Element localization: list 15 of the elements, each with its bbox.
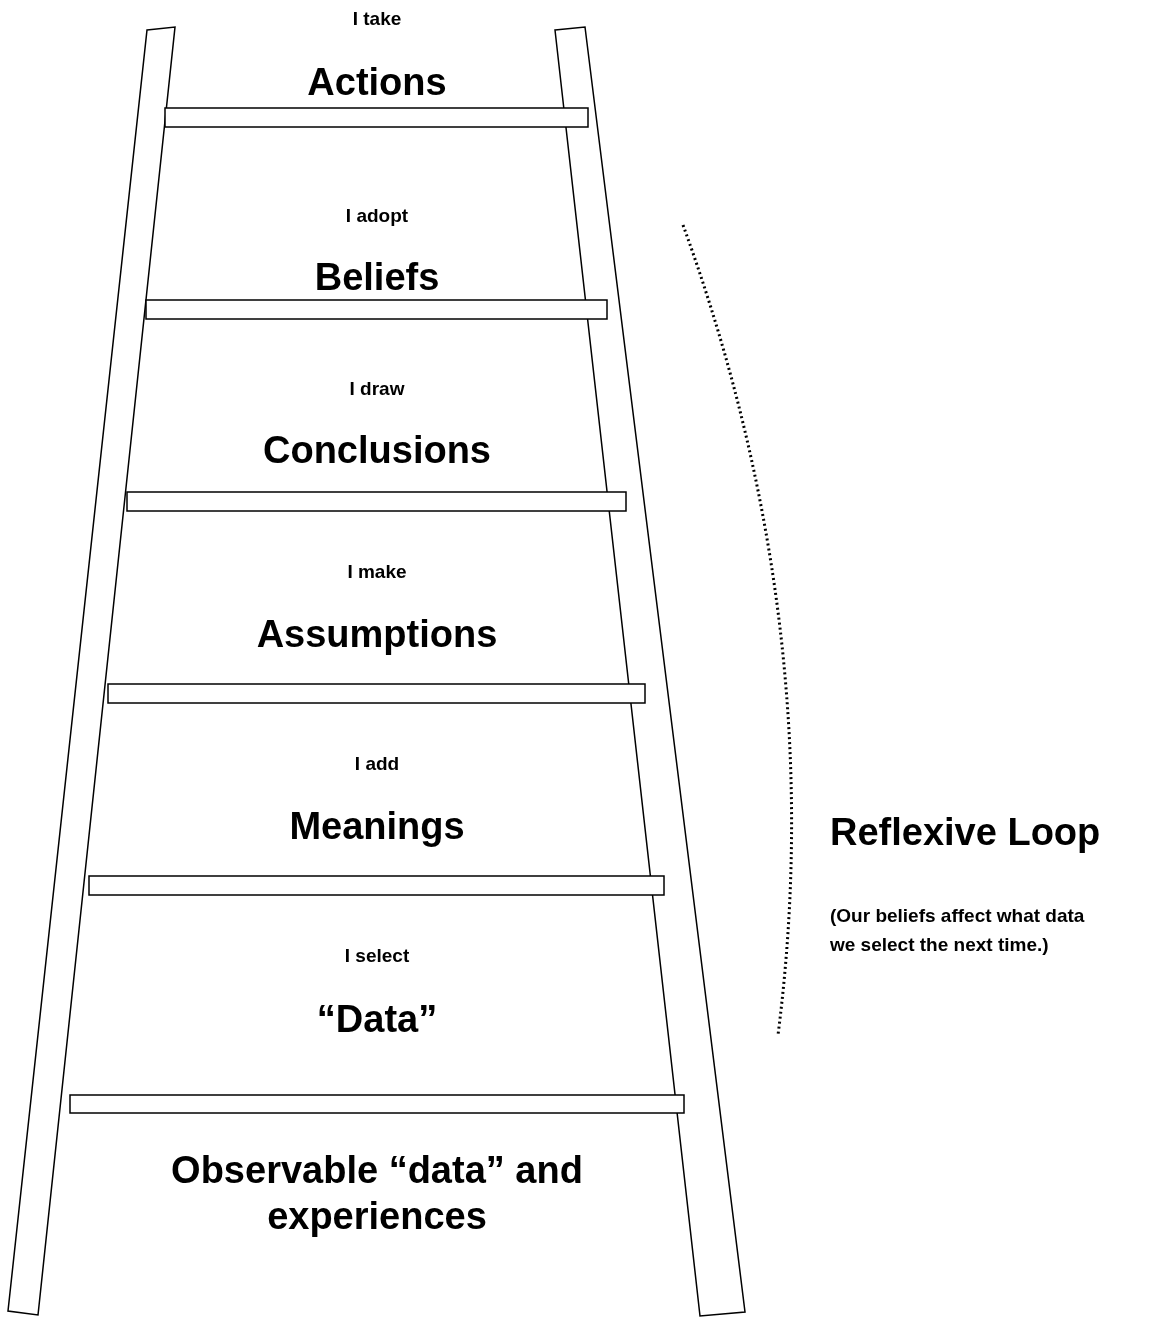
step-heading: “Data” — [316, 997, 438, 1042]
step-verb: I make — [347, 561, 407, 584]
step-verb: I adopt — [345, 205, 409, 228]
step-verb: I add — [354, 753, 400, 776]
step-verb: I take — [352, 8, 402, 31]
base-heading: Observable “data” and experiences — [170, 1148, 584, 1239]
loop-heading: Reflexive Loop — [830, 810, 1101, 855]
step-heading: Actions — [307, 60, 447, 105]
step-heading: Conclusions — [263, 428, 491, 473]
step-heading: Beliefs — [314, 255, 440, 300]
step-heading: Assumptions — [256, 612, 498, 657]
step-verb: I select — [344, 945, 410, 968]
step-heading: Meanings — [289, 804, 465, 849]
step-verb: I draw — [349, 378, 405, 401]
loop-note: (Our beliefs affect what data we select the next time.) — [830, 904, 1086, 957]
